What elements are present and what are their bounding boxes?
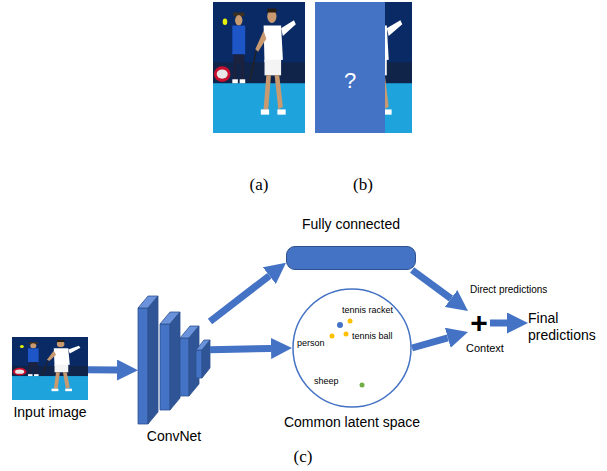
embedding-point <box>337 322 343 328</box>
block-arrow <box>88 366 117 373</box>
photo-a <box>213 2 305 133</box>
input-image: Input image <box>12 337 88 400</box>
node-label: ConvNet <box>147 428 201 445</box>
block-arrow <box>412 270 451 299</box>
masked-region-mark: ? <box>344 68 356 93</box>
block-arrow <box>490 320 507 327</box>
panel-letter: (b) <box>353 175 373 195</box>
edge-label: Context <box>466 342 504 355</box>
class-point-label: person <box>297 338 325 348</box>
node-label: Fully connected <box>302 216 400 233</box>
class-point-label: sheep <box>314 376 339 386</box>
node-label: Input image <box>13 404 86 421</box>
output-text: Final predictions <box>528 305 602 349</box>
panel-letter: (c) <box>294 447 313 467</box>
block-arrow <box>210 348 271 349</box>
photo-b-masked <box>315 2 412 133</box>
class-point-label: tennis racket <box>342 305 393 315</box>
latent-circle <box>293 289 411 407</box>
edge-label: Direct predictions <box>470 284 547 296</box>
embedding-point <box>360 383 365 388</box>
embedding-point <box>330 334 335 339</box>
node-label: + <box>470 308 488 338</box>
input-photo <box>12 337 88 400</box>
block-arrow <box>412 338 448 348</box>
node-label: Common latent space <box>284 414 420 431</box>
sum-operator: + <box>468 308 490 338</box>
embedding-point <box>348 319 353 324</box>
fully-connected-layer: Fully connected <box>286 246 416 270</box>
node-label: Final predictions <box>528 310 602 344</box>
class-point-label: tennis ball <box>352 331 393 341</box>
convnet-layers <box>138 296 210 424</box>
block-arrow <box>210 276 269 322</box>
convnet-stack: ConvNet <box>138 296 210 424</box>
embedding-point <box>344 332 349 337</box>
panel-letter: (a) <box>250 175 269 195</box>
